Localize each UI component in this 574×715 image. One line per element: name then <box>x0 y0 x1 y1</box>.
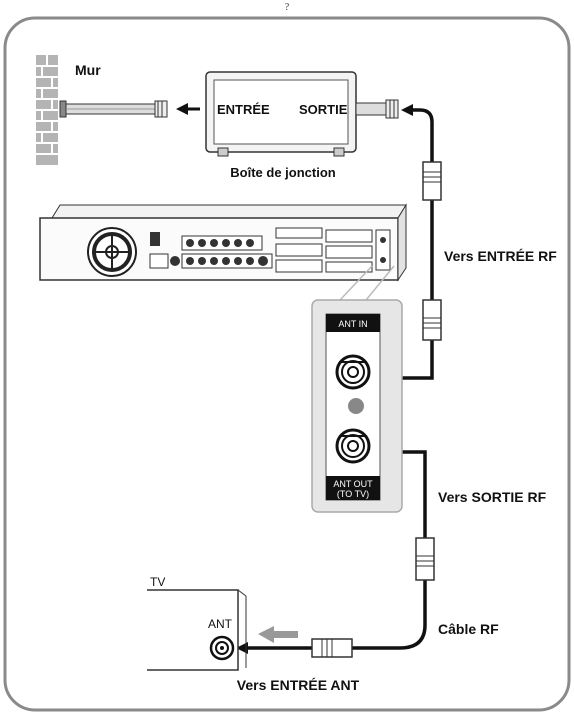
arrow-to-tv-icon <box>236 642 248 654</box>
wall-icon <box>36 55 58 165</box>
ant-panel-zoom <box>311 299 403 513</box>
to-rf-out-label: Vers SORTIE RF <box>438 489 547 505</box>
rf-connector-out <box>415 537 435 581</box>
left-arrow-icon <box>176 103 200 115</box>
ant-out-label: ANT OUT <box>333 479 373 489</box>
zoom-line-right <box>365 265 395 301</box>
arrow-to-junction-icon <box>401 104 413 116</box>
tv-ant-label: ANT <box>208 617 233 631</box>
junction-box-out-label: SORTIE <box>299 102 348 117</box>
zoom-line-left <box>339 265 373 301</box>
rf-connector-lower <box>422 299 442 341</box>
rf-cable-label: Câble RF <box>438 621 499 637</box>
cable-rf-out <box>240 450 427 650</box>
device-rear-panel <box>39 203 407 282</box>
ant-out-sublabel: (TO TV) <box>337 489 369 499</box>
cable-rf-in <box>368 108 434 380</box>
page-number: ? <box>285 2 290 13</box>
insert-arrow-icon <box>258 626 298 643</box>
to-ant-in-label: Vers ENTRÉE ANT <box>237 677 360 693</box>
wall-label: Mur <box>75 62 101 78</box>
rf-connector-tv <box>311 638 353 658</box>
junction-box-in-label: ENTRÉE <box>217 102 270 117</box>
rf-connector-upper <box>422 161 442 201</box>
junction-out-connector <box>355 99 399 119</box>
wall-cable <box>59 100 168 118</box>
junction-box <box>205 71 357 157</box>
to-rf-in-label: Vers ENTRÉE RF <box>444 248 557 264</box>
ant-in-label: ANT IN <box>338 319 367 329</box>
tv-label: TV <box>150 575 165 589</box>
junction-box-label: Boîte de jonction <box>230 165 336 180</box>
tv-rear <box>147 589 247 671</box>
